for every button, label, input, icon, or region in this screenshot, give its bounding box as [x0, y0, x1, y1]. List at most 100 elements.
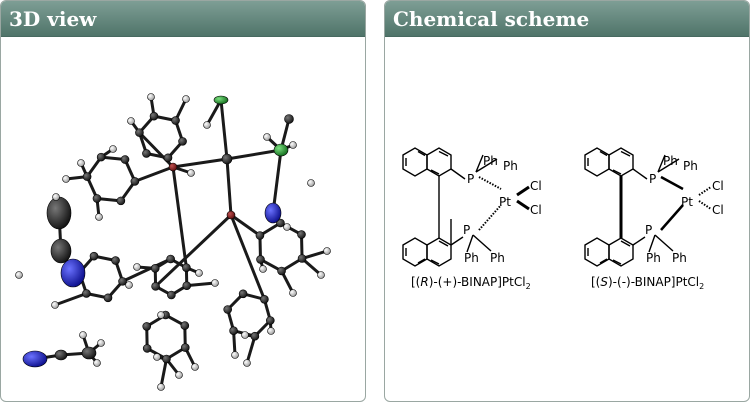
- bond: [171, 157, 229, 169]
- atom-label-ph: Ph: [464, 251, 479, 265]
- hydrogen-atom: [259, 265, 267, 273]
- hydrogen-atom: [133, 263, 141, 271]
- atom-label-cl: Cl: [712, 203, 724, 217]
- atom-label-p: P: [649, 172, 657, 186]
- hydrogen-atom: [93, 359, 101, 367]
- atom-label-ph: Ph: [483, 154, 498, 168]
- nitrogen-atom: [264, 202, 282, 224]
- hydrogen-atom: [317, 271, 325, 279]
- carbon-atom: [150, 264, 160, 273]
- carbon-atom: [82, 172, 92, 181]
- structure-r-drawing: [402, 147, 530, 267]
- atom-label-p: P: [467, 172, 475, 186]
- carbon-atom: [238, 289, 248, 299]
- hydrogen-atom: [289, 141, 297, 149]
- carbon-atom: [167, 290, 176, 300]
- atom-label-ph: Ph: [672, 251, 687, 265]
- carbon-atom: [178, 137, 187, 146]
- structure-s-binap: Ph Ph P Pt Cl Cl P Ph Ph [(S)-(-)-BINAP]…: [567, 37, 749, 401]
- carbon-atom: [297, 254, 307, 263]
- carbon-atom: [149, 111, 159, 121]
- atom-label-ph: Ph: [683, 159, 698, 173]
- carbon-atom: [89, 251, 99, 261]
- atom-label-p: P: [645, 223, 653, 237]
- carbon-atom: [266, 316, 275, 325]
- hydrogen-atom: [241, 331, 249, 339]
- hydrogen-atom: [187, 169, 195, 177]
- bond: [154, 213, 233, 288]
- carbon-atom: [284, 114, 294, 124]
- panel-title-3d-view: 3D view: [1, 1, 365, 37]
- bond: [245, 334, 257, 365]
- structure-s-drawing: [584, 147, 712, 267]
- hydrogen-atom: [211, 279, 219, 287]
- nitrogen-atom: [22, 350, 48, 368]
- carbon-atom: [277, 266, 286, 276]
- atom-label-ph: Ph: [663, 154, 678, 168]
- hydrogen-atom: [147, 93, 155, 101]
- hydrogen-atom: [109, 145, 117, 153]
- bond: [229, 213, 262, 237]
- carbon-atom: [54, 349, 68, 361]
- hydrogen-atom: [195, 269, 203, 277]
- molecule-3d-render[interactable]: [1, 37, 365, 401]
- carbon-atom: [255, 231, 265, 240]
- carbon-atom: [120, 155, 130, 164]
- hydrogen-atom: [323, 247, 331, 255]
- carbon-atom: [163, 153, 173, 163]
- carbon-atom: [142, 322, 152, 331]
- bond: [133, 165, 175, 183]
- carbon-atom: [118, 277, 127, 286]
- bond: [225, 157, 233, 217]
- molecule-3d-viewer[interactable]: [1, 37, 365, 401]
- bond: [159, 357, 168, 389]
- panel-chemical-scheme: Chemical scheme: [384, 0, 750, 402]
- hydrogen-atom: [95, 213, 103, 221]
- carbon-atom: [135, 128, 144, 137]
- hydrogen-atom: [231, 351, 239, 359]
- bond: [219, 98, 229, 161]
- hydrogen-atom: [52, 193, 60, 201]
- phosphorus-atom: [226, 210, 236, 220]
- atom-label-pt: Pt: [681, 195, 693, 209]
- chlorine-atom: [273, 143, 289, 157]
- carbon-atom: [229, 326, 238, 335]
- atom-label-cl: Cl: [530, 203, 542, 217]
- carbon-atom: [182, 281, 192, 290]
- atom-label-ph: Ph: [490, 251, 505, 265]
- hydrogen-atom: [153, 353, 161, 361]
- carbon-atom: [221, 153, 233, 165]
- chlorine-atom: [213, 95, 229, 105]
- carbon-atom: [171, 116, 180, 125]
- hydrogen-atom: [289, 289, 297, 297]
- carbon-atom: [182, 263, 191, 272]
- hydrogen-atom: [267, 327, 275, 335]
- hydrogen-atom: [182, 95, 190, 103]
- hydrogen-atom: [77, 159, 85, 167]
- nitrogen-atom: [60, 258, 86, 288]
- hydrogen-atom: [97, 339, 105, 347]
- carbon-atom: [81, 346, 97, 360]
- carbon-atom: [166, 254, 175, 264]
- atom-label-ph: Ph: [503, 159, 518, 173]
- hydrogen-atom: [51, 301, 59, 309]
- hydrogen-atom: [62, 175, 70, 183]
- bond: [205, 98, 223, 127]
- carbon-atom: [180, 343, 190, 352]
- carbon-atom: [162, 354, 171, 364]
- carbon-atom: [50, 238, 72, 264]
- hydrogen-atom: [203, 121, 211, 129]
- carbon-atom: [180, 321, 190, 330]
- bond: [185, 281, 217, 288]
- hydrogen-atom: [307, 179, 315, 187]
- carbon-atom: [46, 196, 72, 230]
- compound-caption-s: [(S)-(-)-BINAP]PtCl2: [591, 275, 705, 291]
- bond: [225, 148, 283, 161]
- structure-r-binap: Ph Ph P Pt Cl Cl P Ph Ph [(R)-(+)-BINAP]…: [385, 37, 567, 401]
- hydrogen-atom: [15, 271, 23, 279]
- hydrogen-atom: [283, 223, 291, 231]
- bond: [300, 249, 329, 261]
- phosphorus-atom: [168, 162, 178, 172]
- bond: [229, 213, 266, 301]
- compound-caption-r: [(R)-(+)-BINAP]PtCl2: [411, 275, 531, 291]
